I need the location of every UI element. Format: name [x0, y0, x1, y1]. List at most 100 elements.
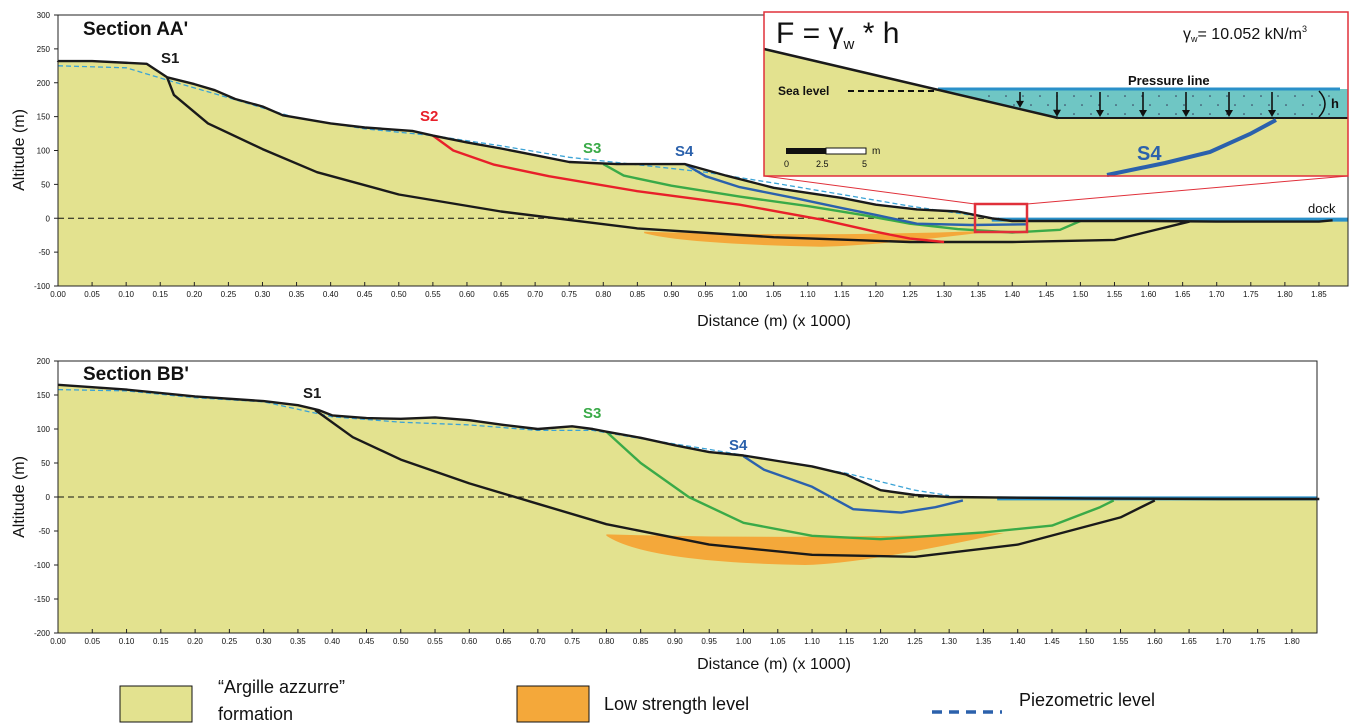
x-tick-label: 0.60: [462, 637, 478, 646]
sea-dot: [1226, 95, 1228, 97]
sea-dot: [1328, 95, 1330, 97]
slip-surface-s2: [432, 134, 945, 244]
x-tick-label: 0.80: [595, 290, 611, 299]
legend-formation-line2: formation: [218, 704, 293, 724]
sea-dot: [1285, 104, 1287, 106]
x-tick-label: 1.40: [1004, 290, 1020, 299]
x-tick-label: 0.10: [119, 637, 135, 646]
x-tick-label: 1.00: [736, 637, 752, 646]
x-tick-label: 1.20: [868, 290, 884, 299]
y-tick-label: -200: [34, 629, 51, 638]
x-tick-label: 0.35: [289, 290, 305, 299]
x-tick-label: 1.50: [1078, 637, 1094, 646]
sea-dot: [1022, 95, 1024, 97]
sea-dot: [1209, 113, 1211, 115]
y-tick-label: 250: [37, 45, 51, 54]
inset-pressure-line-label: Pressure line: [1128, 73, 1210, 88]
x-tick-label: 1.80: [1277, 290, 1293, 299]
x-tick-label: 1.55: [1113, 637, 1129, 646]
sea-dot: [1294, 95, 1296, 97]
x-tick-label: 0.20: [187, 290, 203, 299]
ground-profile: [57, 383, 1320, 501]
x-tick-label: 0.05: [84, 637, 100, 646]
sea-dot: [1268, 104, 1270, 106]
sea-dot: [1107, 113, 1109, 115]
section-aa-plot: [56, 59, 1348, 286]
x-tick-label: 1.30: [941, 637, 957, 646]
sea-dot: [1005, 95, 1007, 97]
scale-label-0: 0: [784, 159, 789, 169]
sea-dot: [1328, 113, 1330, 115]
x-tick-label: 0.85: [630, 290, 646, 299]
x-tick-label: 1.05: [766, 290, 782, 299]
x-tick-label: 0.75: [561, 290, 577, 299]
x-tick-label: 0.50: [393, 637, 409, 646]
y-tick-label: 100: [37, 425, 51, 434]
section-bb-s3-label: S3: [583, 405, 601, 422]
legend-piezometric-label: Piezometric level: [1019, 690, 1155, 710]
scale-label-5: 5: [862, 159, 867, 169]
slip-surface-s4: [684, 163, 1026, 227]
inset-formation: [764, 49, 1348, 176]
x-tick-label: 0.55: [427, 637, 443, 646]
x-tick-label: 1.75: [1243, 290, 1259, 299]
sea-dot: [1192, 95, 1194, 97]
x-tick-label: 1.15: [839, 637, 855, 646]
inset-connector-right: [1026, 175, 1349, 205]
legend-formation-swatch: [119, 685, 193, 723]
section-aa-title: Section AA': [83, 19, 188, 40]
formation-area: [58, 384, 1320, 633]
sea-dot: [1302, 104, 1304, 106]
pressure-arrow-head: [1096, 110, 1104, 117]
slip-surface-s3: [605, 430, 1115, 541]
x-tick-label: 0.50: [391, 290, 407, 299]
sea-dot: [1260, 113, 1262, 115]
pressure-arrow-head: [1225, 110, 1233, 117]
sea-dot: [1115, 104, 1117, 106]
x-tick-label: 1.35: [970, 290, 986, 299]
pressure-arrow-head: [1268, 110, 1276, 117]
inset-h-bracket: [1318, 90, 1326, 118]
sea-dot: [1124, 95, 1126, 97]
y-tick-label: 300: [37, 11, 51, 20]
sea-dot: [1260, 95, 1262, 97]
y-tick-label: -100: [34, 561, 51, 570]
sea-dot: [1336, 104, 1338, 106]
x-tick-label: 1.75: [1250, 637, 1266, 646]
x-tick-label: 0.90: [667, 637, 683, 646]
x-tick-label: 0.40: [323, 290, 339, 299]
sea-dot: [1090, 95, 1092, 97]
x-tick-label: 1.40: [1010, 637, 1026, 646]
x-tick-label: 0.10: [118, 290, 134, 299]
x-tick-label: 0.95: [701, 637, 717, 646]
slip-surface-s1: [314, 409, 1156, 558]
inset-frame: [763, 11, 1349, 177]
sea-dot: [1192, 113, 1194, 115]
x-tick-label: 1.35: [976, 637, 992, 646]
x-tick-label: 1.60: [1147, 637, 1163, 646]
x-tick-label: 0.25: [222, 637, 238, 646]
inset-ground-line: [763, 47, 1059, 120]
y-tick-label: 0: [46, 493, 51, 502]
sea-dot: [1081, 104, 1083, 106]
x-tick-label: 0.85: [633, 637, 649, 646]
x-tick-label: 0.90: [664, 290, 680, 299]
x-tick-label: 0.95: [698, 290, 714, 299]
pressure-arrow-head: [1016, 100, 1024, 108]
sea-dot: [988, 95, 990, 97]
x-tick-label: 0.60: [459, 290, 475, 299]
section-bb-ylabel: Altitude (m): [11, 456, 28, 538]
section-aa-s4-label: S4: [675, 143, 694, 160]
inset-scale-bar: 0 2.5 5 m: [784, 146, 880, 169]
x-tick-label: 1.55: [1107, 290, 1123, 299]
x-tick-label: 0.65: [496, 637, 512, 646]
inset-detail: h S4 Pressure line Sea level F = γw * h …: [763, 11, 1349, 234]
x-tick-label: 0.20: [187, 637, 203, 646]
x-tick-label: 0.75: [564, 637, 580, 646]
slip-surface-s4: [742, 455, 964, 514]
y-tick-label: 0: [46, 214, 51, 223]
pressure-arrow-head: [1182, 110, 1190, 117]
